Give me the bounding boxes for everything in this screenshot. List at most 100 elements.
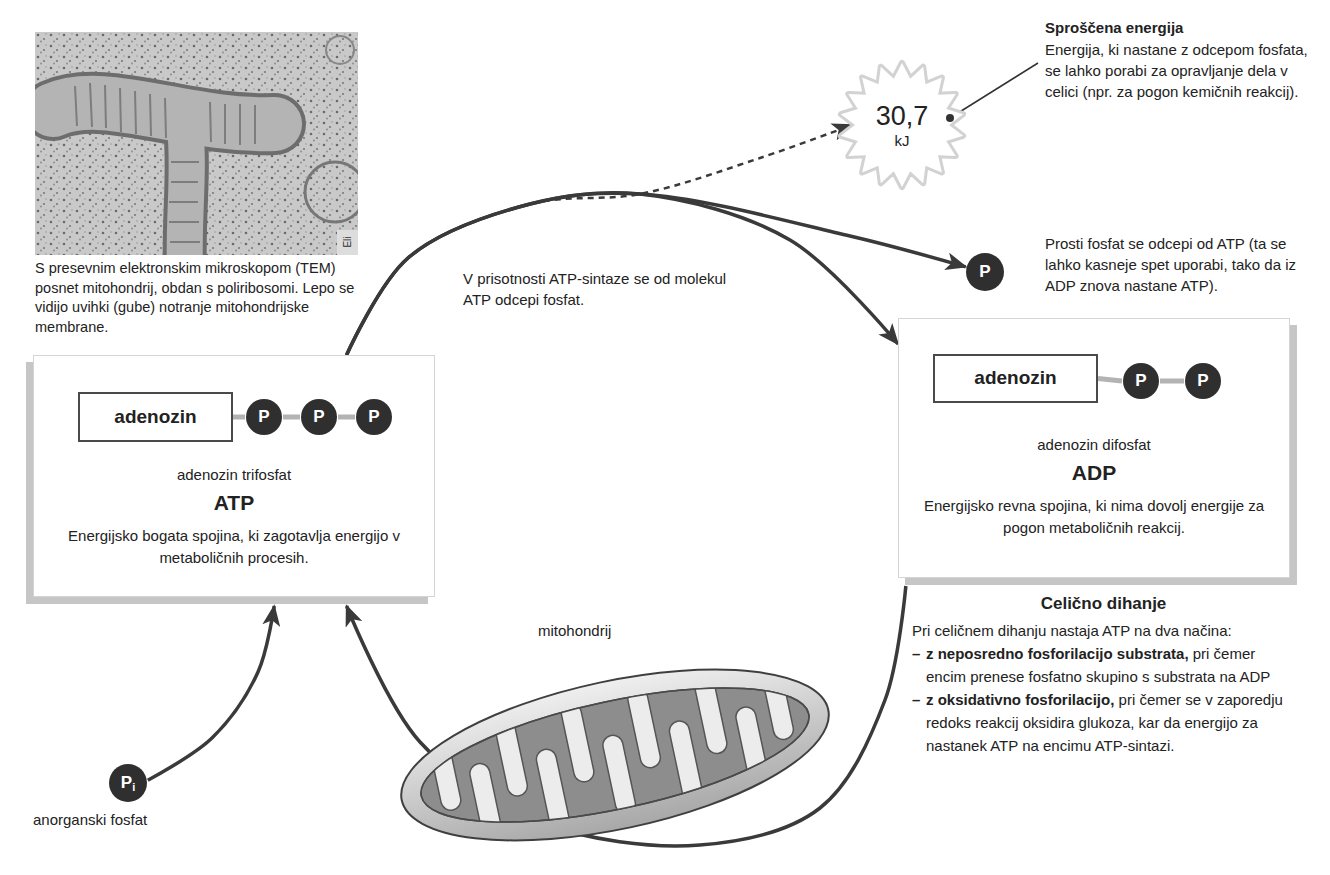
molecule-name: ADP xyxy=(913,460,1275,485)
mitochondrion-matrix xyxy=(53,103,275,124)
mitochondrion-illustration xyxy=(386,637,843,872)
vesicle xyxy=(326,36,354,64)
section-text: Pri celičnem dihanju nastaja ATP na dva … xyxy=(912,619,1295,642)
node-text: 30,7 xyxy=(876,100,929,132)
molecule-text: Energijsko revna spojina, ki nima dovolj… xyxy=(914,495,1274,539)
crista xyxy=(693,673,729,755)
phosphate-circle: P xyxy=(245,398,283,436)
text-panel: Celično dihanjePri celičnem dihanju nast… xyxy=(912,594,1295,757)
mitochondrion-outline xyxy=(53,103,275,124)
node-text: P xyxy=(979,262,990,282)
phosphate-note: Prosti fosfat se odcepi od ATP (ta se la… xyxy=(1045,233,1323,296)
text-holder: P xyxy=(965,252,1005,292)
tem-photo xyxy=(35,32,358,255)
callout-text: Energija, ki nastane z odcepom fosfata, … xyxy=(1045,39,1323,102)
cristae-lines xyxy=(75,83,255,242)
molecule-panel: adenozin trifosfatATP Energijsko bogata s… xyxy=(33,355,435,597)
part-label: anorganski fosfat xyxy=(33,811,147,829)
reaction-arrow xyxy=(347,193,898,355)
circle-fill xyxy=(966,253,1004,291)
bond-line xyxy=(1160,379,1184,384)
mitochondrion-matrix xyxy=(185,127,187,255)
text-holder: P xyxy=(300,398,338,436)
phosphate-circle: P xyxy=(965,252,1005,292)
matrix xyxy=(410,661,820,849)
energy-arrow xyxy=(347,125,853,355)
bullet-term: z neposredno fosforilacijo substrata, xyxy=(926,645,1189,662)
text-holder: 30,7kJ xyxy=(838,62,966,188)
node-text: adenozin xyxy=(114,406,196,429)
section-heading: Celično dihanje xyxy=(912,594,1295,614)
phosphate-circle: P xyxy=(1184,362,1222,400)
node-text: kJ xyxy=(895,132,910,150)
phosphate-circle: Pi xyxy=(108,763,148,803)
bond-line xyxy=(338,415,355,420)
leader-dot xyxy=(946,114,954,122)
organelle xyxy=(305,162,358,222)
text-holder: Pi xyxy=(108,763,148,803)
leader-line xyxy=(950,63,1038,118)
cristae xyxy=(426,659,803,851)
circle-fill xyxy=(109,764,147,802)
text-holder: P xyxy=(1184,362,1222,400)
phosphate-circle: P xyxy=(1122,362,1160,400)
circle-fill xyxy=(356,399,392,435)
node-text: P xyxy=(121,773,132,793)
part-label: mitohondrij xyxy=(538,622,611,640)
mitochondrion-outline xyxy=(185,127,187,255)
energy-burst: 30,7kJ xyxy=(838,62,966,188)
node-text: P xyxy=(1197,371,1208,391)
bond-line xyxy=(1098,379,1122,382)
molecule-text: adenozin difosfat xyxy=(913,436,1275,454)
text-holder: adenozin difosfatADP Energijsko revna spo… xyxy=(899,436,1289,539)
crista xyxy=(468,762,504,844)
photo-credit: Eli xyxy=(342,236,354,247)
outer-membrane xyxy=(386,637,843,872)
bond-line xyxy=(283,415,300,420)
photo-caption: S presevnim elektronskim mikroskopom (TE… xyxy=(35,259,370,337)
bullet-term: z oksidativno fosforilacijo, xyxy=(926,691,1114,708)
burst-fill xyxy=(841,63,963,187)
text-holder: adenozin xyxy=(80,394,231,440)
photo-credit-ground xyxy=(337,230,358,255)
reaction-note: V prisotnosti ATP-sintaze se od molekul … xyxy=(463,268,735,310)
node-text: i xyxy=(132,781,135,794)
node-text: P xyxy=(368,407,379,427)
crista xyxy=(759,659,795,741)
molecule-name: ATP xyxy=(48,490,420,515)
crista xyxy=(426,730,462,812)
phosphate-arrow xyxy=(148,606,274,780)
bullet-mark: – xyxy=(912,688,920,711)
phosphate-circle: P xyxy=(300,398,338,436)
molecule-panel: adenozin difosfatADP Energijsko revna spo… xyxy=(898,318,1290,578)
phosphate-circle: P xyxy=(355,398,393,436)
crista xyxy=(601,733,637,815)
molecule-text: Energijsko bogata spojina, ki zagotavlja… xyxy=(49,525,419,569)
bond-line xyxy=(233,415,245,420)
crista xyxy=(626,687,662,769)
crista xyxy=(559,701,595,783)
crista xyxy=(734,705,770,787)
bullet-item: –z oksidativno fosforilacijo,pri čemer s… xyxy=(912,688,1295,757)
text-holder: P xyxy=(1122,362,1160,400)
molecule-text: adenozin trifosfat xyxy=(48,466,420,484)
text-holder: adenozin trifosfatATP Energijsko bogata s… xyxy=(34,466,434,569)
circle-fill xyxy=(1123,363,1159,399)
text-holder: P xyxy=(245,398,283,436)
bullet-item: –z neposredno fosforilacijo substrata,pr… xyxy=(912,642,1295,688)
node-text: P xyxy=(258,407,269,427)
text-holder: adenozin xyxy=(935,356,1096,401)
circle-fill xyxy=(246,399,282,435)
node-text: P xyxy=(313,407,324,427)
callout-heading: Sproščena energija xyxy=(1045,17,1323,38)
crista xyxy=(493,715,529,797)
adenosine-box: adenozin xyxy=(933,354,1098,403)
adenosine-box: adenozin xyxy=(78,392,233,442)
bullet-mark: – xyxy=(912,642,920,665)
inner-membrane xyxy=(410,661,820,849)
circle-fill xyxy=(1185,363,1221,399)
circle-fill xyxy=(301,399,337,435)
reaction-arrow xyxy=(347,193,966,355)
node-text: P xyxy=(1135,371,1146,391)
